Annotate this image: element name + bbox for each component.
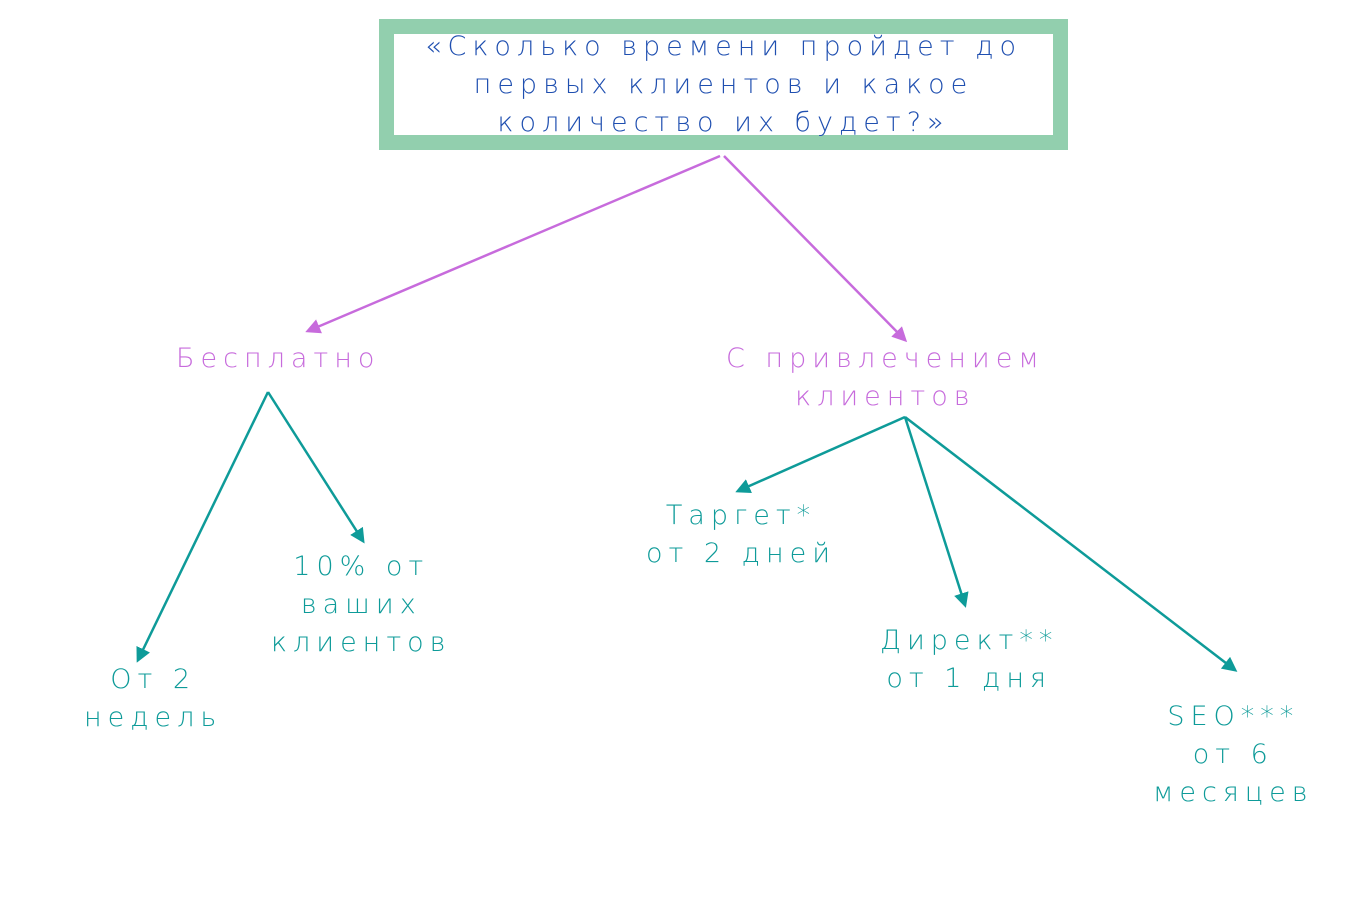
leaf-seo: SEO*** от 6 месяцев (1153, 698, 1314, 812)
root-question-text: «Сколько времени пройдет до первых клиен… (425, 28, 1022, 142)
branch-free-label: Бесплатно (176, 343, 381, 374)
leaf-line: от 6 (1192, 739, 1274, 770)
leaf-line: от 1 дня (886, 663, 1052, 694)
leaf-target: Таргет* от 2 дней (646, 497, 836, 573)
leaf-direct: Директ** от 1 дня (880, 622, 1058, 698)
branch-paid-line: клиентов (795, 381, 976, 412)
leaf-line: SEO*** (1167, 701, 1300, 732)
root-question-line: «Сколько времени пройдет до (425, 30, 1022, 62)
branch-paid-line: С привлечением (726, 343, 1045, 374)
leaf-line: ваших (300, 589, 422, 620)
leaf-line: клиентов (271, 627, 452, 658)
root-question-line: первых клиентов и какое (473, 68, 974, 100)
leaf-line: Директ** (880, 625, 1059, 656)
leaf-ten-percent: 10% от ваших клиентов (271, 548, 452, 662)
root-question-line: количество их будет?» (497, 106, 950, 138)
leaf-two-weeks: От 2 недель (84, 661, 222, 737)
leaf-line: Таргет* (665, 500, 817, 531)
leaf-line: От 2 (110, 664, 197, 695)
edge-root-to-free (305, 154, 721, 334)
branch-paid: С привлечением клиентов (726, 340, 1045, 416)
leaf-line: недель (84, 702, 223, 733)
edge-free-to-two-weeks (136, 391, 270, 663)
root-question-box: «Сколько времени пройдет до первых клиен… (379, 19, 1068, 150)
edge-paid-to-seo (904, 416, 1238, 672)
leaf-line: от 2 дней (646, 538, 837, 569)
edge-free-to-ten-percent (266, 391, 365, 544)
branch-free: Бесплатно (176, 340, 380, 378)
edge-root-to-paid (723, 155, 908, 343)
edge-paid-to-target (735, 415, 906, 493)
leaf-line: месяцев (1153, 777, 1314, 808)
leaf-line: 10% от (293, 551, 430, 582)
edge-paid-to-direct (903, 416, 969, 608)
